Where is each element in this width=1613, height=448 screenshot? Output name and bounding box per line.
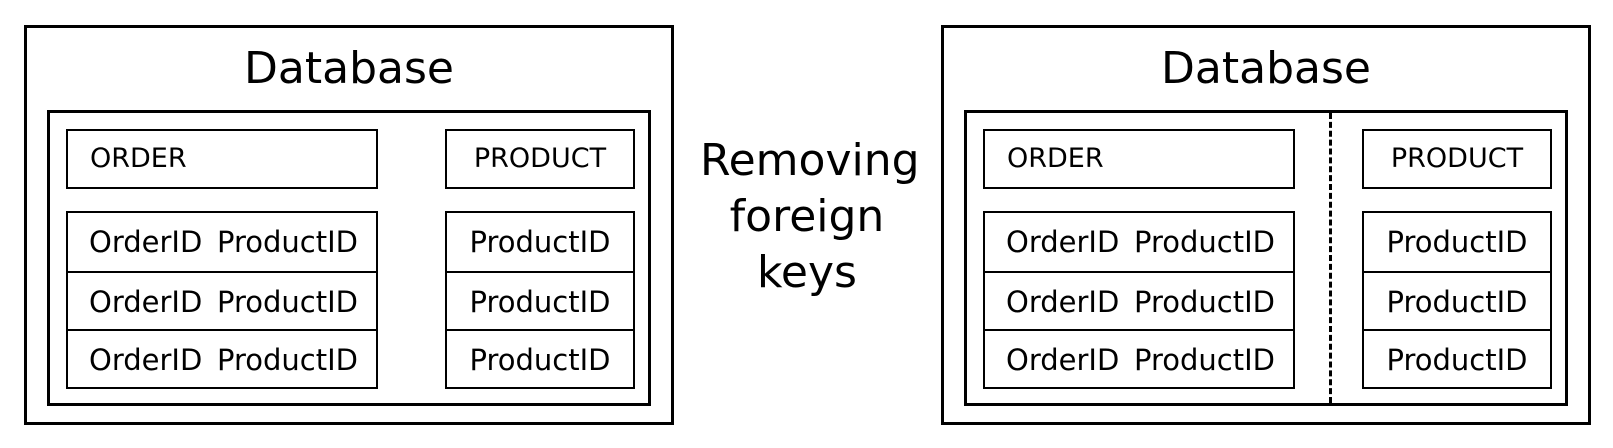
product-row: ProductID [447, 329, 633, 387]
product-table: ProductID ProductID ProductID [445, 211, 635, 389]
database-before: Database ORDER PRODUCT OrderID ProductID … [24, 25, 674, 425]
product-table: ProductID ProductID ProductID [1362, 211, 1552, 389]
product-id-cell: ProductID [217, 343, 358, 377]
product-row: ProductID [1364, 271, 1550, 329]
database-title: Database [1161, 43, 1371, 94]
order-id-cell: OrderID [1006, 343, 1120, 377]
order-id-cell: OrderID [89, 285, 203, 319]
product-table-header: PRODUCT [445, 129, 635, 189]
order-id-cell: OrderID [89, 225, 203, 259]
dashed-separator [1329, 113, 1332, 403]
transition-label-line: foreign [729, 191, 885, 242]
database-content: ORDER PRODUCT OrderID ProductID OrderID Pr… [47, 110, 651, 406]
order-table-header: ORDER [983, 129, 1295, 189]
product-row: ProductID [447, 271, 633, 329]
product-row: ProductID [1364, 329, 1550, 387]
order-id-cell: OrderID [1006, 225, 1120, 259]
order-row: OrderID ProductID [985, 329, 1293, 387]
product-row: ProductID [1386, 225, 1528, 259]
order-table: OrderID ProductID OrderID ProductID OrderI… [983, 211, 1295, 389]
order-row: OrderID ProductID [985, 213, 1293, 271]
order-table-header: ORDER [66, 129, 378, 189]
order-row: OrderID ProductID [68, 213, 376, 271]
product-id-cell: ProductID [1134, 343, 1275, 377]
database-content: ORDER PRODUCT OrderID ProductID OrderID Pr… [964, 110, 1568, 406]
transition-label: Removing foreign keys [700, 133, 920, 301]
database-title: Database [244, 43, 454, 94]
transition-label-line: Removing [700, 135, 920, 186]
product-table-header: PRODUCT [1362, 129, 1552, 189]
product-id-cell: ProductID [217, 285, 358, 319]
order-row: OrderID ProductID [985, 271, 1293, 329]
order-table: OrderID ProductID OrderID ProductID OrderI… [66, 211, 378, 389]
product-id-cell: ProductID [217, 225, 358, 259]
order-id-cell: OrderID [1006, 285, 1120, 319]
database-after: Database ORDER PRODUCT OrderID ProductID … [941, 25, 1591, 425]
product-row: ProductID [469, 225, 611, 259]
order-id-cell: OrderID [89, 343, 203, 377]
order-row: OrderID ProductID [68, 271, 376, 329]
transition-label-line: keys [757, 247, 857, 298]
product-id-cell: ProductID [1134, 225, 1275, 259]
order-row: OrderID ProductID [68, 329, 376, 387]
product-id-cell: ProductID [1134, 285, 1275, 319]
